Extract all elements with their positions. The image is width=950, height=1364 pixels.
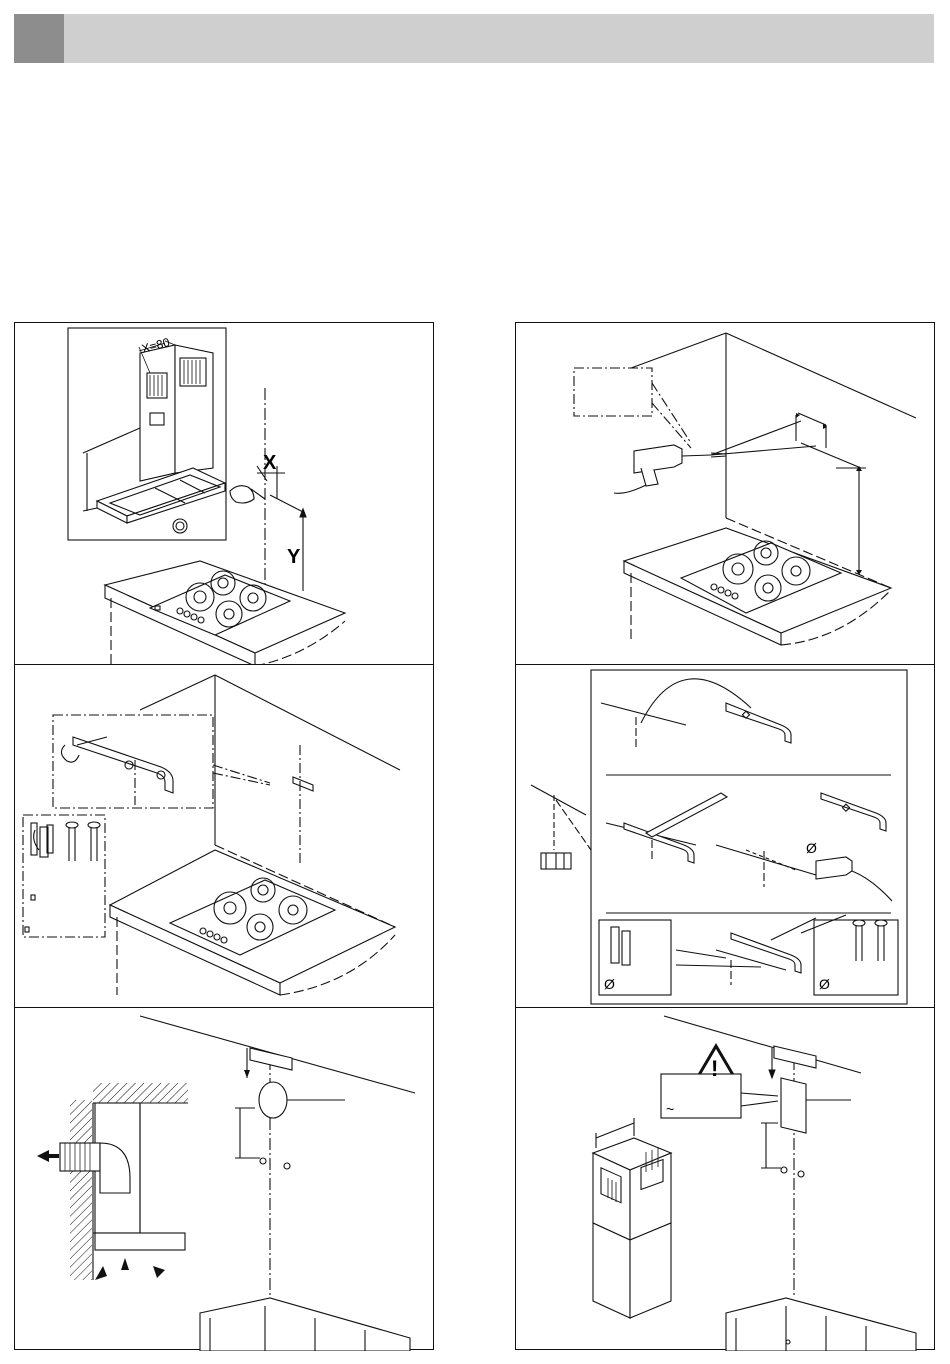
drill-holes-illustration [516, 323, 936, 666]
panel-bracket-steps: Ø Ø Ø [515, 664, 935, 1008]
panel-fit-bracket [14, 664, 434, 1008]
warning-icon: ! [711, 1056, 718, 1081]
note-symbol: ~ [666, 1101, 674, 1117]
x-label: X [263, 452, 277, 474]
panel-chimney: ! ~ [515, 1007, 935, 1350]
measure-height-illustration: X=80 X Y [15, 323, 435, 666]
diameter-symbol-screws: Ø [819, 976, 830, 992]
panel-drill-holes [515, 322, 935, 665]
chimney-illustration: ! ~ [516, 1008, 936, 1351]
bracket-steps-illustration: Ø Ø Ø [516, 665, 936, 1009]
fit-bracket-illustration [15, 665, 435, 1009]
header-section-marker [14, 14, 64, 63]
diameter-symbol-plugs: Ø [604, 976, 615, 992]
panel-ducting [14, 1007, 434, 1350]
y-label: Y [287, 546, 301, 568]
diameter-symbol-drill: Ø [806, 840, 817, 856]
header-bar [14, 14, 934, 63]
panel-measure-height: X=80 X Y [14, 322, 434, 665]
ducting-illustration [15, 1008, 435, 1351]
